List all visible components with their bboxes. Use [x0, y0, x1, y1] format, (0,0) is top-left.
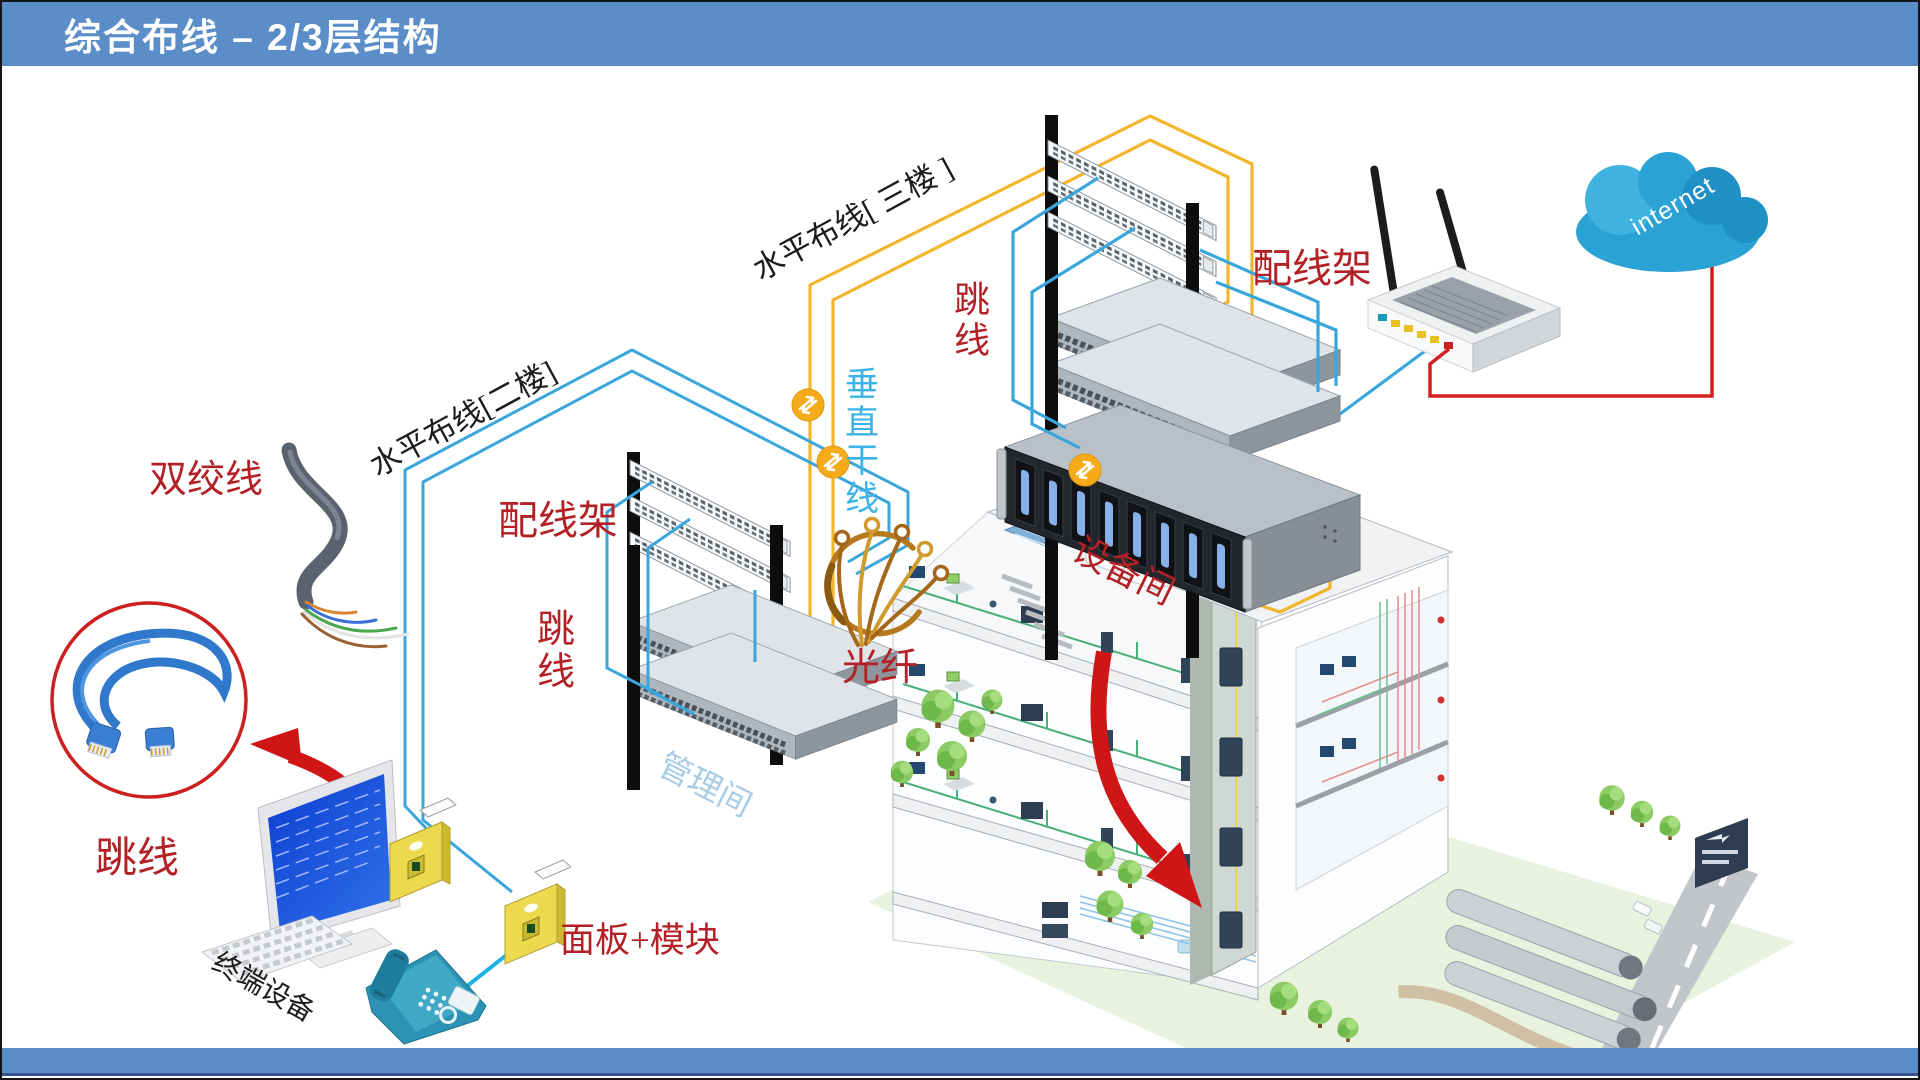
- label-twisted-pair: 双绞线: [149, 459, 263, 501]
- rack-floor3: [996, 115, 1453, 660]
- label-sample-patch-cord: 跳线: [95, 836, 179, 882]
- label-management-room: 管理间: [652, 747, 757, 825]
- label-floor2-patch-panel: 配线架: [498, 498, 618, 543]
- elevator-shaft: [1190, 542, 1257, 985]
- rack-floor2: [605, 452, 897, 790]
- patch-cords-floor3: [1011, 176, 1453, 450]
- splice-icon: [790, 387, 826, 423]
- red-arrow-building: [1090, 650, 1202, 908]
- label-floor2-horizontal: 水平布线[二楼]: [364, 354, 562, 483]
- label-vertical-backbone: 垂直干线: [845, 367, 879, 518]
- patch-cable-sample: [50, 601, 248, 799]
- wall-plate: [504, 859, 572, 965]
- label-floor3-patch-panel: 配线架: [1252, 246, 1372, 291]
- twisted-pair-c able: [281, 442, 410, 649]
- building-right-wall: [1257, 555, 1449, 989]
- slide-title: 综合布线 – 2/3层结构: [64, 17, 442, 58]
- label-fiber: 光纤: [842, 647, 918, 689]
- wall-plate: [389, 797, 457, 903]
- label-floor2-patch-cord: 跳线: [537, 609, 575, 694]
- wireless-router: [1366, 165, 1562, 373]
- keyboard: [200, 915, 354, 983]
- title-bar: 综合布线 – 2/3层结构: [2, 2, 1918, 66]
- footer-bar: [2, 1048, 1918, 1076]
- ip-phone: [365, 949, 487, 1045]
- patch-cords-floor2: [605, 480, 757, 716]
- internet-cloud: internet: [1576, 152, 1768, 272]
- server-chassis: [996, 404, 1362, 613]
- label-floor3-patch-cord: 跳线: [954, 280, 990, 360]
- label-floor3-horizontal: 水平布线[ 三楼 ]: [747, 150, 959, 287]
- label-panel-module: 面板+模块: [560, 921, 720, 960]
- splice-icon: [1067, 452, 1103, 488]
- fiber-icon: [824, 516, 950, 647]
- desktop-computer: [200, 759, 401, 983]
